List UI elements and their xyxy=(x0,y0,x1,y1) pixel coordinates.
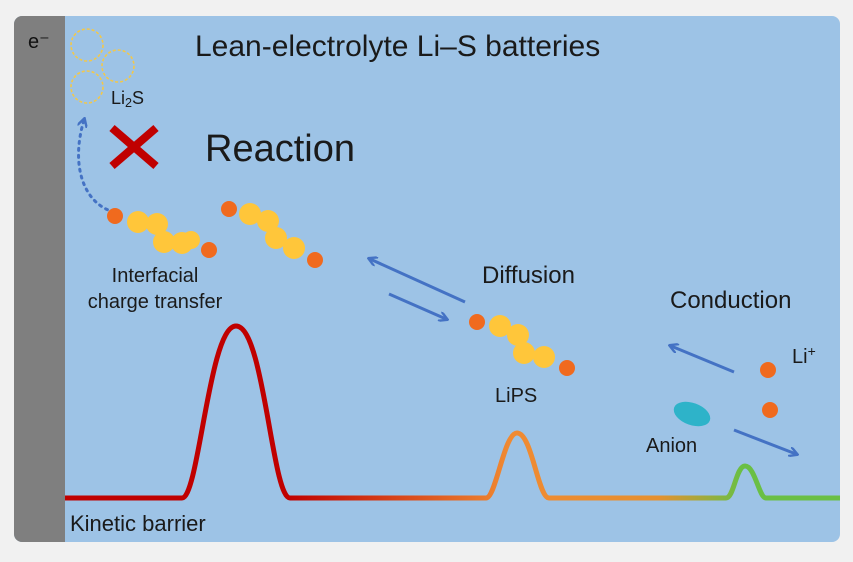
diagram-title: Lean-electrolyte Li–S batteries xyxy=(195,30,601,63)
interfacial-label-line2: charge transfer xyxy=(87,291,223,313)
diffusion-label: Diffusion xyxy=(482,262,575,289)
conduction-arrow-right xyxy=(733,428,796,454)
li-ion-dot xyxy=(760,362,776,378)
interfacial-label-line1: Interfacial xyxy=(111,265,199,287)
lips-molecule-interface xyxy=(107,208,217,258)
diagram-panel: e⁻ Lean-electrolyte Li–S batteries Li2S … xyxy=(14,16,840,542)
electron-label: e⁻ xyxy=(28,31,50,53)
diagram-graphics xyxy=(65,28,840,501)
diffusion-arrow-left xyxy=(370,259,466,304)
li2s-cluster xyxy=(70,28,135,104)
reduction-dotted-arrow xyxy=(77,120,116,214)
anion-shape xyxy=(673,401,711,427)
conduction-arrow-left xyxy=(671,346,735,374)
kinetic-barrier-curve xyxy=(65,323,840,501)
diffusion-arrow-right xyxy=(388,292,446,319)
electrode-bar xyxy=(14,16,65,542)
lips-label: LiPS xyxy=(495,385,538,407)
lips-molecule-diffusion xyxy=(469,314,575,376)
anion-label: Anion xyxy=(646,435,698,457)
li-ion-dot xyxy=(762,402,778,418)
lips-molecule-near xyxy=(221,201,323,268)
red-cross-icon xyxy=(109,124,159,170)
interfacial-label: Interfacial charge transfer xyxy=(70,263,240,315)
reaction-label: Reaction xyxy=(205,128,355,170)
kinetic-barrier-label: Kinetic barrier xyxy=(70,511,206,536)
conduction-label: Conduction xyxy=(670,287,792,314)
li-ion-label: Li+ xyxy=(792,343,816,368)
li2s-label: Li2S xyxy=(111,88,145,111)
